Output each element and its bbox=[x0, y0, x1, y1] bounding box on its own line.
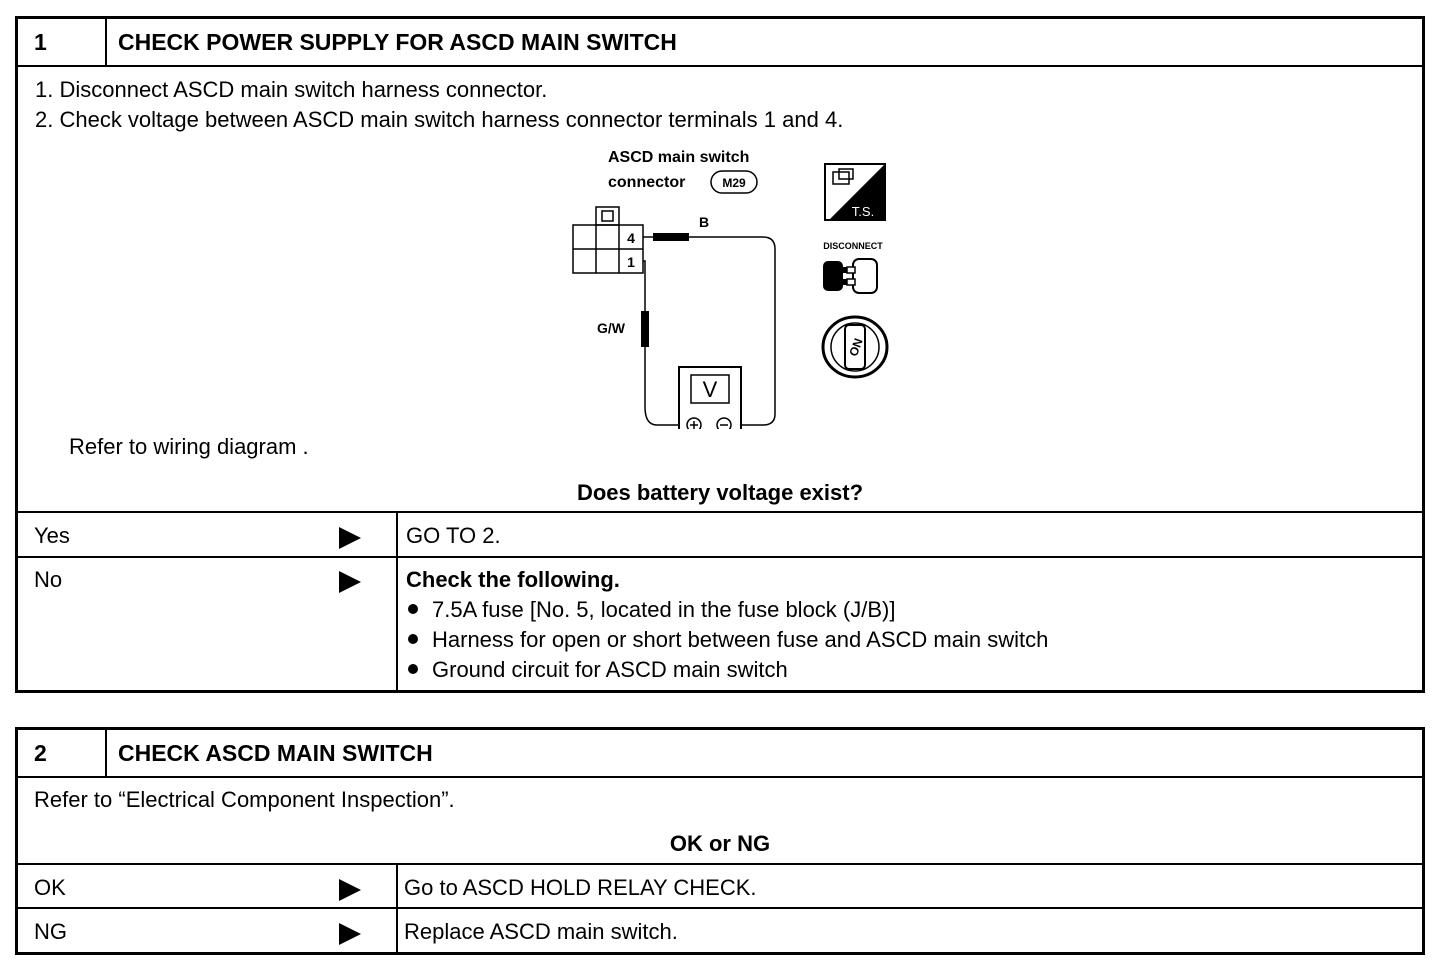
result-no-label: No bbox=[34, 567, 63, 592]
step-2-title: CHECK ASCD MAIN SWITCH bbox=[118, 740, 433, 766]
step-1-table: 1 CHECK POWER SUPPLY FOR ASCD MAIN SWITC… bbox=[15, 16, 1425, 693]
check-item: Harness for open or short between fuse a… bbox=[408, 625, 1048, 655]
step-2-header: 2 CHECK ASCD MAIN SWITCH bbox=[18, 730, 1422, 778]
terminal-4-label: 4 bbox=[627, 230, 635, 246]
step-2-number: 2 bbox=[18, 730, 107, 776]
voltmeter-symbol: V bbox=[703, 377, 718, 402]
refer-component-inspection: Refer to “Electrical Component Inspectio… bbox=[34, 787, 455, 812]
divider bbox=[18, 511, 1422, 513]
wire-gw-label: G/W bbox=[597, 320, 626, 336]
connector-label-line2: connector bbox=[608, 174, 685, 191]
result-ok-label: OK bbox=[34, 875, 66, 900]
bullet-icon bbox=[408, 604, 418, 615]
question-battery-voltage: Does battery voltage exist? bbox=[576, 480, 864, 505]
question-ok-ng: OK or NG bbox=[669, 831, 771, 856]
divider bbox=[18, 863, 1422, 865]
arrow-right-icon bbox=[339, 923, 361, 945]
wire-gw bbox=[643, 260, 681, 426]
check-item: Ground circuit for ASCD main switch bbox=[408, 655, 788, 685]
ignition-on-icon: ON bbox=[821, 315, 889, 379]
check-item: 7.5A fuse [No. 5, located in the fuse bl… bbox=[408, 595, 895, 625]
probe-b bbox=[653, 233, 689, 241]
divider bbox=[18, 907, 1422, 909]
voltmeter-display bbox=[690, 374, 730, 404]
result-ok-action: Go to ASCD HOLD RELAY CHECK. bbox=[404, 875, 757, 900]
connector-face bbox=[572, 206, 644, 274]
result-ng-action: Replace ASCD main switch. bbox=[404, 919, 678, 944]
column-divider bbox=[396, 863, 398, 952]
divider bbox=[18, 556, 1422, 558]
result-yes-action: GO TO 2. bbox=[406, 523, 501, 548]
step-1-header: 1 CHECK POWER SUPPLY FOR ASCD MAIN SWITC… bbox=[18, 19, 1422, 67]
probe-gw bbox=[641, 311, 649, 347]
wire-b bbox=[643, 236, 776, 426]
arrow-right-icon bbox=[339, 571, 361, 593]
voltage-check-diagram: ASCD main switch connector M29 4 1 B G/W… bbox=[572, 149, 889, 429]
instruction-2: 2. Check voltage between ASCD main switc… bbox=[35, 107, 844, 132]
voltmeter-minus bbox=[716, 417, 732, 429]
terminal-1-label: 1 bbox=[627, 254, 635, 270]
arrow-right-icon bbox=[339, 879, 361, 901]
bullet-icon bbox=[408, 634, 418, 645]
instruction-1: 1. Disconnect ASCD main switch harness c… bbox=[35, 77, 548, 102]
result-yes-label: Yes bbox=[34, 523, 70, 548]
column-divider bbox=[396, 511, 398, 690]
ts-label: T.S. bbox=[852, 204, 874, 219]
step-1-title: CHECK POWER SUPPLY FOR ASCD MAIN SWITCH bbox=[118, 29, 677, 55]
step-2-table: 2 CHECK ASCD MAIN SWITCH Refer to “Elect… bbox=[15, 727, 1425, 955]
connector-label-line1: ASCD main switch bbox=[608, 149, 749, 166]
result-no-action: Check the following. bbox=[406, 567, 620, 592]
result-ng-label: NG bbox=[34, 919, 67, 944]
connector-id-badge bbox=[710, 170, 758, 194]
bullet-icon bbox=[408, 664, 418, 675]
disconnect-icon bbox=[823, 258, 878, 294]
ts-icon: T.S. bbox=[824, 163, 886, 221]
wire-b-label: B bbox=[699, 214, 709, 230]
arrow-right-icon bbox=[339, 527, 361, 549]
ignition-on-label: ON bbox=[846, 336, 865, 358]
step-1-number: 1 bbox=[18, 19, 107, 65]
disconnect-label: DISCONNECT bbox=[823, 241, 883, 251]
refer-wiring-diagram: Refer to wiring diagram . bbox=[69, 434, 309, 459]
connector-id: M29 bbox=[722, 176, 746, 190]
